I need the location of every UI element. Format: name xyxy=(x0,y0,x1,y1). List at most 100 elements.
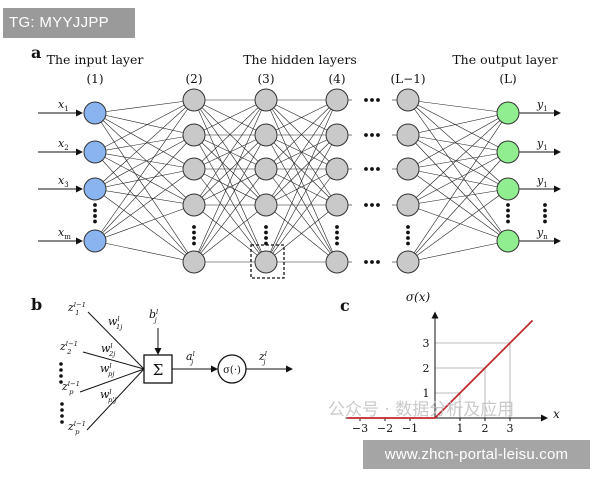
layer-index-label: (L−1) xyxy=(390,72,425,86)
network-edge xyxy=(265,134,338,263)
hidden-neuron xyxy=(396,157,420,181)
ellipsis-dot xyxy=(59,362,63,366)
wechat-watermark: 公众号 · 数据分析及应用 xyxy=(328,400,514,420)
ellipsis-dot xyxy=(406,225,410,229)
ellipsis-dot xyxy=(93,219,97,224)
network-edge xyxy=(193,204,267,263)
network-edge xyxy=(193,168,267,206)
network-edge xyxy=(407,112,509,136)
network-edge xyxy=(407,240,509,263)
network-edge xyxy=(94,134,195,153)
ellipsis-dot xyxy=(192,225,196,229)
hidden-neuron xyxy=(325,123,349,147)
url-banner: www.zhcn-portal-leisu.com xyxy=(363,440,590,469)
ellipsis-dot xyxy=(376,203,380,207)
output-label: y1 xyxy=(536,137,548,152)
network-edge xyxy=(407,112,509,206)
hidden-neuron xyxy=(396,88,420,112)
network-edge xyxy=(94,151,195,263)
x-axis-label: x xyxy=(553,407,560,421)
network-edge xyxy=(94,99,195,114)
hidden-neuron xyxy=(325,193,349,217)
network-edge xyxy=(94,151,195,170)
hidden-neuron xyxy=(325,88,349,112)
network-edge xyxy=(193,134,267,263)
network-edge xyxy=(94,112,195,136)
ellipsis-dot xyxy=(406,236,410,240)
ellipsis-dot xyxy=(59,368,63,372)
output-label: yn xyxy=(536,226,548,241)
input-neuron xyxy=(83,229,107,253)
hidden-neuron xyxy=(254,250,278,274)
input-neuron xyxy=(83,101,107,125)
output-layer-title: The output layer xyxy=(452,52,557,67)
network-edge xyxy=(265,99,338,136)
ellipsis-dot xyxy=(264,230,268,235)
output-neuron xyxy=(496,140,520,164)
ellipsis-dot xyxy=(376,167,380,171)
hidden-neuron xyxy=(325,250,349,274)
ellipsis-dot xyxy=(364,203,368,207)
ellipsis-dot xyxy=(370,98,374,102)
panel-a-letter: a xyxy=(31,43,41,62)
network-edge xyxy=(94,151,195,206)
ellipsis-dot xyxy=(335,225,339,229)
network-edge xyxy=(94,168,195,190)
network-edge xyxy=(94,188,195,263)
ellipsis-dot xyxy=(364,133,368,137)
ellipsis-dot xyxy=(335,230,339,235)
hidden-neuron xyxy=(182,123,206,147)
network-edge xyxy=(407,168,509,242)
panel-a-network: a The input layer The hidden layers The … xyxy=(31,43,561,279)
highlight-box xyxy=(250,244,285,279)
hidden-neuron xyxy=(254,123,278,147)
input-layer-title: The input layer xyxy=(47,52,144,67)
network-edge xyxy=(265,168,338,263)
ellipsis-dot xyxy=(192,241,196,246)
ellipsis-dot xyxy=(60,402,64,406)
ellipsis-dot xyxy=(335,236,339,240)
network-edge xyxy=(94,134,195,242)
ellipsis-dot xyxy=(543,208,547,213)
network-edge xyxy=(407,112,509,170)
hidden-neuron xyxy=(396,250,420,274)
ellipsis-dot xyxy=(406,230,410,235)
x-tick-label: −3 xyxy=(352,422,368,435)
network-edge xyxy=(407,188,509,206)
hidden-neuron xyxy=(396,193,420,217)
network-edge xyxy=(407,188,509,263)
output-label: y1 xyxy=(536,98,548,113)
layer-index-label: (4) xyxy=(329,72,346,86)
ellipsis-dot xyxy=(364,167,368,171)
hidden-neuron xyxy=(254,193,278,217)
ellipsis-dot xyxy=(543,219,547,224)
output-label: y1 xyxy=(536,174,548,189)
relu-series-line xyxy=(347,319,534,419)
ellipsis-dot xyxy=(506,219,510,224)
input-neuron xyxy=(83,140,107,164)
ellipsis-dot xyxy=(370,167,374,171)
network-edge xyxy=(94,168,195,242)
output-neuron xyxy=(496,101,520,125)
network-edge xyxy=(407,151,509,170)
layer-index-label: (L) xyxy=(499,72,516,86)
hidden-neuron xyxy=(396,123,420,147)
network-edge xyxy=(94,240,195,263)
x-tick-label: −2 xyxy=(377,422,393,435)
network-edge xyxy=(407,99,509,153)
ellipsis-dot xyxy=(59,374,63,378)
ellipsis-dot xyxy=(364,98,368,102)
x-tick-label: 2 xyxy=(482,422,489,435)
layer-index-label: (1) xyxy=(87,72,104,86)
network-edge xyxy=(193,134,267,206)
ellipsis-dot xyxy=(192,230,196,235)
